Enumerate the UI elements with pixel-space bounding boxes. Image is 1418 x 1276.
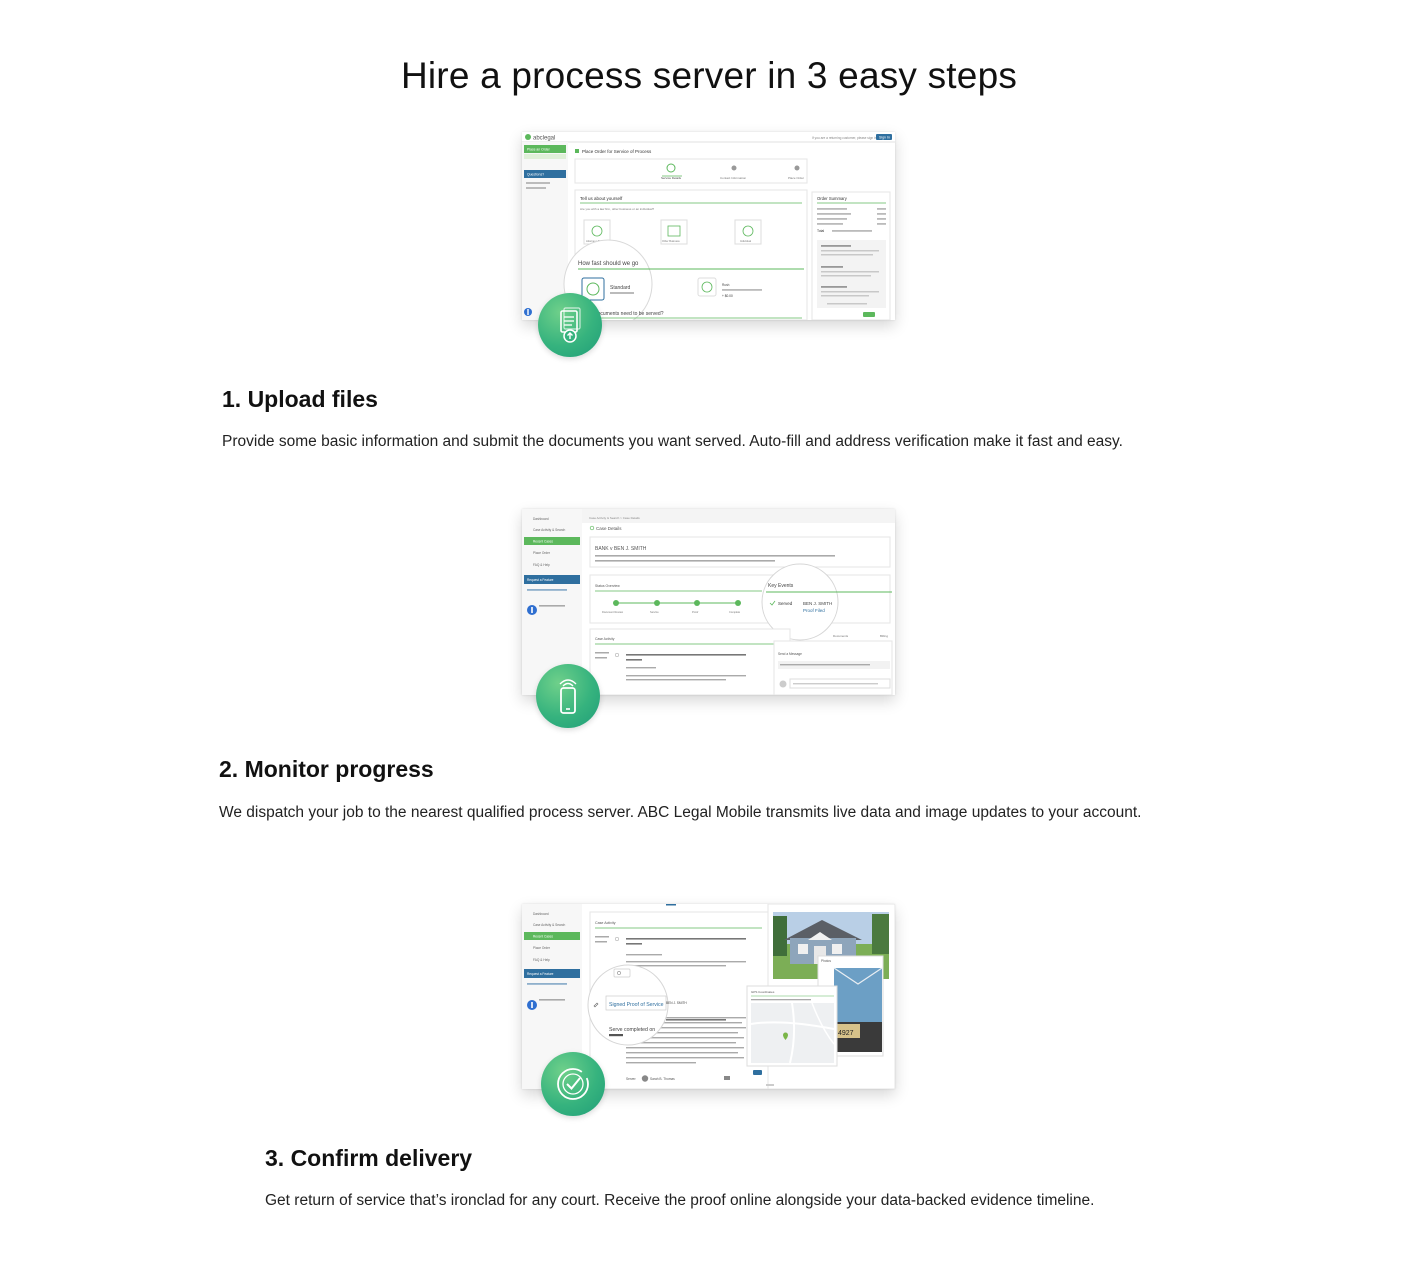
returning-customer-link[interactable]: If you are a returning customer, please …: [812, 136, 877, 140]
sidebar-place-order-3[interactable]: Place Order: [533, 946, 551, 950]
brand-logo-text: abclegal: [533, 136, 555, 142]
breadcrumb[interactable]: Case Activity & Search > Case Details: [589, 516, 640, 520]
wizard-step-contact[interactable]: Contact Information: [720, 176, 747, 180]
sidebar-faq-help[interactable]: FAQ & Help: [533, 563, 550, 567]
speed-option-standard[interactable]: Standard: [610, 285, 631, 291]
wizard-step-service-details[interactable]: Service Details: [661, 176, 682, 180]
photos-label: Photos: [821, 959, 831, 963]
mobile-phone-icon: [559, 679, 577, 714]
sidebar-dashboard-3[interactable]: Dashboard: [533, 912, 549, 916]
serve-completed-label: Serve completed on: [609, 1027, 655, 1033]
status-step-document-review: Document Review: [602, 610, 623, 614]
send-message-heading: Send a Message: [778, 652, 802, 656]
key-events-heading: Key Events: [768, 583, 794, 589]
option-individual[interactable]: Individual: [740, 239, 751, 243]
sidebar-faq-help-3[interactable]: FAQ & Help: [533, 958, 550, 962]
key-event-served: Served: [778, 601, 793, 606]
option-attorney-firm[interactable]: Attorney / Firm: [586, 239, 603, 243]
sign-in-button[interactable]: Sign In: [879, 136, 890, 140]
sidebar-item-place-order[interactable]: Place an Order: [527, 148, 551, 152]
form-section-heading: Tell us about yourself: [580, 196, 623, 201]
rush-price: + $0.00: [722, 294, 733, 298]
wizard-step-place-order[interactable]: Place Order: [788, 176, 804, 180]
key-event-proof-filed[interactable]: Proof Filed: [803, 608, 825, 613]
case-title: BANK v BEN J. SMITH: [595, 546, 647, 552]
status-step-service: Service: [650, 610, 659, 614]
sidebar-dashboard[interactable]: Dashboard: [533, 517, 549, 521]
sidebar-place-order[interactable]: Place Order: [533, 551, 551, 555]
sidebar-item-questions[interactable]: Questions?: [527, 173, 544, 177]
sidebar-recent-cases[interactable]: Recent Cases: [533, 540, 553, 544]
sidebar-case-activity[interactable]: Case Activity & Search: [533, 528, 565, 532]
customer-type-question: Are you with a law firm, other business …: [580, 207, 654, 211]
magnified-speed-question: How fast should we go: [578, 261, 639, 267]
sidebar-request-feature[interactable]: Request a Feature: [527, 578, 554, 582]
mobile-phone-badge: [536, 664, 600, 728]
server-label: Server:: [626, 1077, 636, 1081]
key-event-served-name: BEN J. SMITH: [803, 601, 832, 606]
signed-proof-link[interactable]: Signed Proof of Service: [609, 1002, 664, 1008]
option-other-business[interactable]: Other Business: [662, 239, 680, 243]
case-details-heading: Case Details: [596, 526, 622, 531]
step-1-title: 1. Upload files: [222, 386, 378, 412]
mailbox-photo: 4927: [833, 967, 883, 1052]
served-name-label: BEN J. SMITH: [666, 1001, 687, 1005]
gps-map[interactable]: [750, 1002, 835, 1064]
speed-option-rush[interactable]: Rush: [722, 283, 730, 287]
step-1-description: Provide some basic information and submi…: [222, 433, 1123, 450]
server-name: Sarah B. Thomas: [650, 1077, 675, 1081]
step-2-title: 2. Monitor progress: [219, 756, 434, 782]
case-activity-heading-3: Case Activity: [595, 921, 616, 925]
check-circle-icon: [557, 1068, 589, 1100]
step-3-description: Get return of service that’s ironclad fo…: [265, 1192, 1095, 1209]
upload-files-screenshot: abclegal If you are a returning customer…: [522, 132, 895, 320]
order-page-heading: Place Order for Service of Process: [582, 149, 652, 154]
documents-question: Documents need to be served?: [594, 311, 664, 317]
status-overview-heading: Status Overview: [595, 584, 620, 588]
document-upload-badge: [538, 293, 602, 357]
gps-coordinates-label: GPS Coordinates: [751, 990, 775, 994]
page-title: Hire a process server in 3 easy steps: [400, 55, 1018, 96]
sidebar-recent-cases-3[interactable]: Recent Cases: [533, 935, 553, 939]
map-pin-icon: [783, 1032, 788, 1040]
status-step-complete: Complete: [729, 610, 741, 614]
svg-text:4927: 4927: [838, 1030, 854, 1037]
step-2-description: We dispatch your job to the nearest qual…: [219, 804, 1142, 821]
check-circle-badge: [541, 1052, 605, 1116]
step-3-title: 3. Confirm delivery: [265, 1145, 473, 1171]
status-step-proof: Proof: [692, 610, 698, 614]
monitor-progress-screenshot: Dashboard Case Activity & Search Recent …: [522, 509, 895, 695]
document-upload-icon: [560, 307, 581, 343]
sidebar-request-feature-3[interactable]: Request a Feature: [527, 972, 554, 976]
documents-tab[interactable]: Documents: [833, 634, 849, 638]
order-summary-total: Total: [817, 229, 824, 233]
billing-tab[interactable]: Billing: [880, 634, 888, 638]
case-activity-heading: Case Activity: [595, 637, 615, 641]
sidebar-case-activity-3[interactable]: Case Activity & Search: [533, 923, 565, 927]
order-summary-heading: Order Summary: [817, 196, 848, 201]
